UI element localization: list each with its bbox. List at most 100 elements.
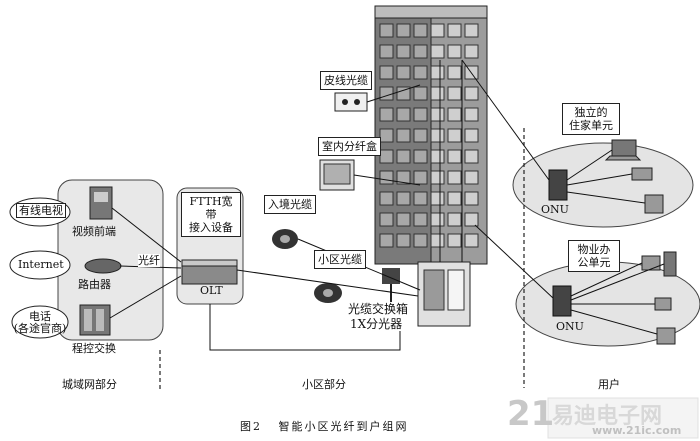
building-window: [447, 107, 462, 122]
building-window: [413, 191, 428, 206]
building-window: [430, 23, 445, 38]
community-cable-connector: [314, 283, 342, 303]
phone-cloud: [11, 305, 69, 339]
building-window: [464, 149, 479, 164]
building-window: [430, 44, 445, 59]
building-window: [447, 23, 462, 38]
drop-cable-label: 皮线光缆: [320, 71, 372, 90]
building-window: [413, 128, 428, 143]
onu-office-device: [552, 285, 572, 317]
building-window: [430, 86, 445, 101]
building-window: [379, 86, 394, 101]
building-window: [379, 170, 394, 185]
home-unit-label: 独立的 住家单元: [562, 103, 620, 135]
figure-caption: 图2 智能小区光纤到户组网: [240, 418, 409, 434]
building-window: [379, 107, 394, 122]
building-window: [379, 233, 394, 248]
building-window: [464, 191, 479, 206]
building-window: [413, 212, 428, 227]
building-window: [464, 86, 479, 101]
building-window: [430, 170, 445, 185]
entry-cable-connector: [272, 229, 298, 249]
building-window: [413, 23, 428, 38]
office-line2: 公单元: [577, 256, 611, 269]
section-community-label: 小区部分: [302, 378, 346, 391]
building-window: [379, 191, 394, 206]
home-line1: 独立的: [574, 106, 608, 119]
building-window: [379, 149, 394, 164]
building-window: [447, 86, 462, 101]
home-line2: 住家单元: [569, 119, 613, 132]
building-window: [413, 107, 428, 122]
watermark-number: 21: [507, 394, 555, 434]
building-window: [396, 191, 411, 206]
building-window: [396, 233, 411, 248]
building-window: [447, 191, 462, 206]
splitter-label: 1X分光器: [350, 317, 403, 331]
building-window: [396, 86, 411, 101]
building-window: [464, 170, 479, 185]
building-window: [379, 44, 394, 59]
community-cable-label: 小区光缆: [314, 250, 366, 269]
fiber-label: 光纤: [138, 254, 160, 267]
building-window: [447, 44, 462, 59]
drop-cable-callout: [334, 92, 368, 112]
building-window: [396, 212, 411, 227]
building-window: [379, 65, 394, 80]
building-window: [464, 23, 479, 38]
building-window: [396, 23, 411, 38]
building-window: [430, 191, 445, 206]
office-unit-label: 物业办 公单元: [568, 240, 620, 272]
building-window: [413, 233, 428, 248]
fiber-splitter-connector: [382, 268, 400, 302]
olt-label: OLT: [200, 284, 223, 297]
building-window: [464, 233, 479, 248]
building-window: [396, 44, 411, 59]
ftth-line2: 接入设备: [189, 221, 233, 234]
watermark-badge: [547, 397, 699, 439]
video-headend-device: [89, 186, 113, 220]
office-monitor: [641, 255, 661, 271]
watermark-site-name: 易迪电子网: [552, 404, 663, 429]
building-window: [413, 86, 428, 101]
ftth-device-label: FTTH宽带 接入设备: [181, 192, 241, 237]
watermark-url: www.21ic.com: [592, 424, 682, 437]
building-window: [379, 212, 394, 227]
onu-home-device: [548, 169, 568, 201]
office-phone: [654, 297, 672, 311]
building-window: [430, 233, 445, 248]
home-laptop: [611, 139, 637, 157]
home-phone: [631, 167, 653, 181]
section-separators: [159, 128, 525, 390]
building-window: [413, 170, 428, 185]
building-window: [396, 149, 411, 164]
ftth-line1: FTTH宽带: [189, 195, 233, 221]
onu-office-label: ONU: [556, 320, 584, 333]
building-window: [447, 65, 462, 80]
building-window: [413, 44, 428, 59]
building-window: [396, 128, 411, 143]
building-window: [447, 128, 462, 143]
figure-number: 图2: [240, 420, 262, 433]
phone-sub-label: (各途官商): [13, 322, 67, 335]
entry-cable-label: 入境光缆: [264, 195, 316, 214]
catv-label: 有线电视: [16, 203, 66, 218]
building-window: [447, 233, 462, 248]
switch-label: 程控交换: [72, 342, 116, 355]
building-window: [464, 107, 479, 122]
indoor-box-label: 室内分纤盒: [318, 137, 381, 156]
home-tv-box: [644, 194, 664, 214]
router-label: 路由器: [78, 278, 111, 291]
router-device: [84, 258, 122, 274]
phone-label: 电话: [29, 310, 51, 323]
video-head-label: 视频前端: [72, 225, 116, 238]
olt-device: [181, 263, 238, 285]
internet-cloud: [9, 250, 71, 280]
building-window: [447, 170, 462, 185]
section-metro-label: 城域网部分: [62, 378, 117, 391]
office-computer: [663, 251, 677, 277]
building-window: [396, 65, 411, 80]
building-window: [447, 212, 462, 227]
building-window: [430, 128, 445, 143]
building-window: [413, 149, 428, 164]
